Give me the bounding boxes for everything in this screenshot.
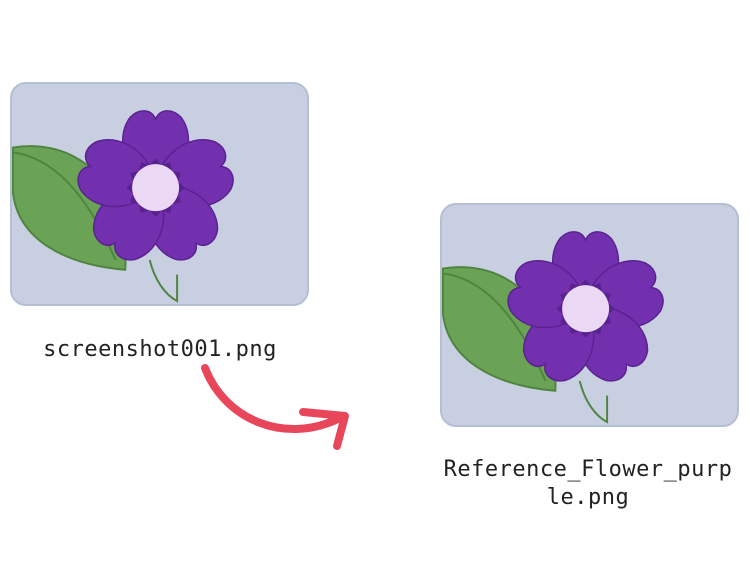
renamed-image-thumbnail[interactable] (440, 203, 739, 427)
renamed-filename-label: Reference_Flower_purp le.png (428, 456, 748, 512)
source-filename-label: screenshot001.png (20, 336, 300, 364)
flower-image-icon (442, 231, 664, 424)
curved-arrow-icon (201, 364, 349, 450)
source-filename-text: screenshot001.png (43, 337, 277, 362)
renamed-filename-line2: le.png (546, 485, 630, 510)
renamed-filename-line1: Reference_Flower_purp (443, 457, 733, 482)
flower-image-icon (12, 110, 234, 303)
source-image-thumbnail[interactable] (10, 82, 309, 306)
